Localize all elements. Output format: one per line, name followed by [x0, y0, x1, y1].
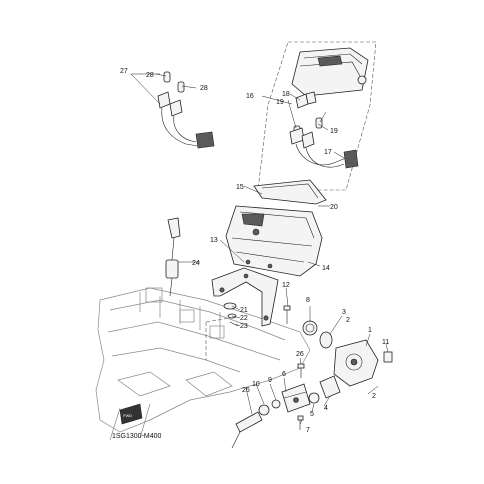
label-27: 27 — [120, 68, 128, 75]
label-24: 24 — [192, 260, 200, 267]
speedometer-cable — [165, 217, 181, 297]
label-2-right: 2 — [372, 393, 376, 400]
meter-bracket — [211, 267, 279, 327]
label-21: 21 — [240, 307, 248, 314]
drive-shaft-assembly — [231, 363, 311, 449]
label-7: 7 — [306, 427, 310, 434]
label-8: 8 — [306, 297, 310, 304]
label-6: 6 — [282, 371, 286, 378]
diagram-code: 1SG1300-M400 — [112, 433, 162, 440]
label-25: 25 — [242, 387, 250, 394]
label-22: 22 — [240, 315, 248, 322]
label-4: 4 — [324, 405, 328, 412]
bulb-socket-group-left — [157, 71, 215, 149]
label-18: 18 — [282, 91, 290, 98]
grommet-parts — [223, 302, 239, 327]
label-9: 9 — [268, 377, 272, 384]
leader-lines — [130, 73, 389, 425]
label-20: 20 — [330, 204, 338, 211]
label-15: 15 — [236, 184, 244, 191]
label-13: 13 — [210, 237, 218, 244]
label-26: 26 — [296, 351, 304, 358]
label-28-right: 28 — [200, 85, 208, 92]
label-5: 5 — [310, 411, 314, 418]
bulb-socket-group-upper — [289, 91, 359, 169]
label-14: 14 — [322, 265, 330, 272]
meter-housing — [225, 205, 323, 277]
svg-text:FWD: FWD — [123, 413, 132, 418]
label-28-left: 28 — [146, 72, 154, 79]
meter-gasket-ring — [253, 179, 327, 205]
part-labels: 27 28 28 16 18 19 19 17 15 20 13 14 24 1… — [120, 68, 389, 434]
label-16: 16 — [246, 93, 254, 100]
label-17: 17 — [324, 149, 332, 156]
label-1: 1 — [368, 327, 372, 334]
label-19-right: 19 — [330, 128, 338, 135]
frame-outline — [95, 287, 311, 441]
label-12: 12 — [282, 282, 290, 289]
forward-direction-badge: FWD — [119, 403, 143, 425]
label-19-upper: 19 — [276, 99, 284, 106]
meter-upper-case — [291, 47, 369, 97]
bolt-12 — [283, 305, 291, 324]
label-11: 11 — [382, 339, 389, 346]
label-10: 10 — [252, 381, 260, 388]
label-3: 3 — [342, 309, 346, 316]
speedometer-gear-unit — [302, 320, 393, 404]
label-2-left: 2 — [346, 317, 350, 324]
meter-assembly-group — [257, 41, 377, 191]
label-23: 23 — [240, 323, 248, 330]
